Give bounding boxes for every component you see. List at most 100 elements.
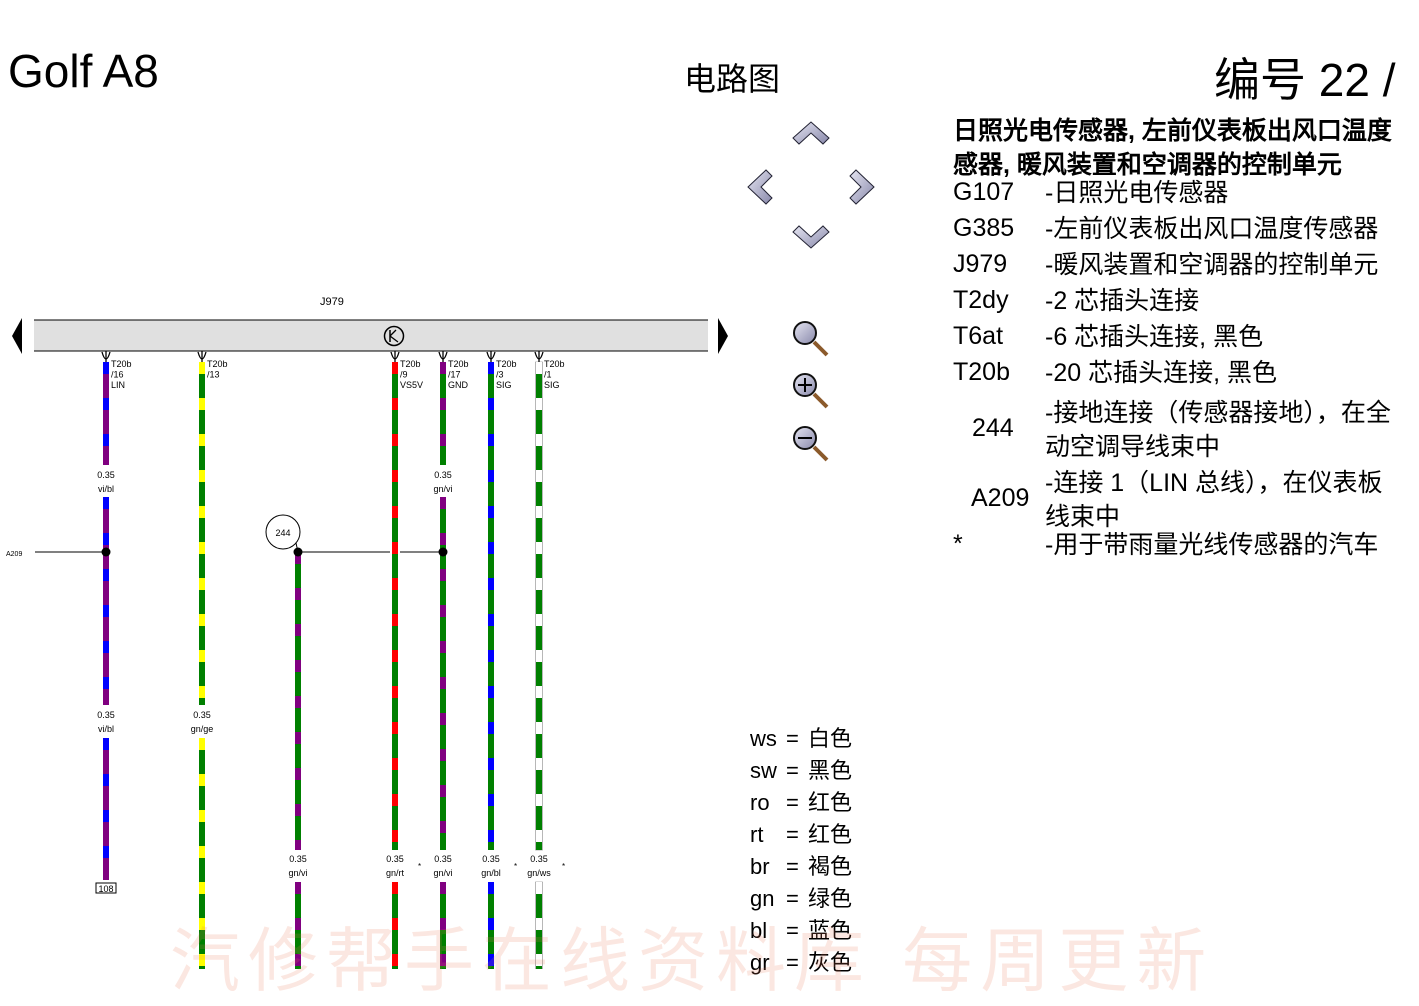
component-label: J979 — [320, 296, 344, 308]
component-code: * — [953, 530, 963, 558]
wire-stripe — [536, 626, 542, 638]
wire-stripe — [536, 542, 542, 554]
wire-size-label: 0.35 — [482, 854, 500, 864]
wire-stripe — [199, 590, 205, 602]
wire-size-label: 0.35 — [97, 710, 115, 720]
wire-stripe — [103, 521, 109, 533]
wire-stripe — [536, 674, 542, 686]
wire-stripe — [392, 806, 398, 818]
wire-stripe — [103, 497, 109, 509]
wire-stripe — [440, 458, 446, 465]
wire-stripe — [103, 701, 109, 705]
component-code: G385 — [953, 214, 1015, 242]
svg-text:244: 244 — [275, 528, 290, 538]
scroll-left-icon[interactable] — [12, 318, 22, 354]
component-code: T2dy — [953, 286, 1009, 314]
wire-stripe — [199, 542, 205, 554]
zoom-fit-icon[interactable] — [793, 321, 829, 357]
wire-stripe — [392, 410, 398, 422]
wire-stripe — [199, 738, 205, 750]
wire-stripe — [536, 566, 542, 578]
arrow-up-icon[interactable] — [792, 121, 830, 145]
wire-stripe — [199, 386, 205, 398]
wire-stripe — [295, 894, 301, 906]
zoom-in-icon[interactable] — [793, 373, 829, 409]
legend-row: ro=红色 — [750, 785, 852, 817]
wire-stripe — [295, 882, 301, 894]
zoom-out-icon[interactable] — [793, 426, 829, 462]
connector-label: A209 — [6, 551, 22, 558]
heading-line: 感器, 暖风装置和空调器的控制单元 — [953, 151, 1342, 179]
wire-stripe — [392, 842, 398, 850]
wire-stripe — [392, 530, 398, 542]
wire-stripe — [392, 494, 398, 506]
wire-stripe — [488, 554, 494, 566]
wire-stripe — [199, 662, 205, 674]
component-description: -左前仪表板出风口温度传感器 — [1045, 212, 1378, 246]
wire-stripe — [199, 458, 205, 470]
arrow-left-icon[interactable] — [747, 169, 773, 205]
wire-stripe — [199, 506, 205, 518]
wire-stripe — [536, 954, 542, 966]
wire-stripe — [295, 756, 301, 768]
wire-stripe — [295, 576, 301, 588]
wire-stripe — [392, 470, 398, 482]
description-line: -2 芯插头连接 — [1045, 287, 1200, 315]
wire-stripe — [295, 792, 301, 804]
wire-stripe — [488, 530, 494, 542]
legend-code: ro — [750, 790, 770, 815]
wire-stripe — [440, 809, 446, 821]
wire-stripe — [103, 605, 109, 617]
wire-stripe — [103, 629, 109, 641]
wire-stripe — [199, 954, 205, 966]
wire-stripe — [199, 518, 205, 530]
pin-label: T20b — [448, 359, 469, 369]
wire-stripe — [536, 458, 542, 470]
svg-text:108: 108 — [98, 884, 113, 894]
wire-stripe — [295, 708, 301, 720]
wire-stripe — [103, 653, 109, 665]
legend-color-name: 红色 — [808, 822, 853, 847]
component-code: G107 — [953, 178, 1015, 206]
wire-stripe — [199, 434, 205, 446]
wire-stripe — [536, 494, 542, 506]
wire-stripe — [488, 674, 494, 686]
wire-stripe — [536, 374, 542, 386]
wire-stripe — [440, 557, 446, 569]
wire-stripe — [199, 774, 205, 786]
wire-stripe — [488, 818, 494, 830]
description-line: -用于带雨量光线传感器的汽车 — [1045, 531, 1379, 559]
wire-stripe — [199, 834, 205, 846]
wire-stripe — [440, 581, 446, 593]
wire-stripe — [440, 677, 446, 689]
wire-stripe — [295, 804, 301, 816]
wire-stripe — [536, 446, 542, 458]
wire-stripe — [392, 458, 398, 470]
wire-stripe — [295, 780, 301, 792]
component-description: -暖风装置和空调器的控制单元 — [1045, 248, 1378, 282]
wire-stripe — [488, 446, 494, 458]
wire-color-label: gn/rt — [386, 868, 405, 878]
component-code: 244 — [972, 414, 1014, 442]
pin-label: T20b — [207, 359, 228, 369]
ref-box-108: 108 — [95, 882, 117, 894]
wire-stripe — [295, 840, 301, 850]
arrow-down-icon[interactable] — [792, 225, 830, 249]
wire-stripe — [103, 750, 109, 762]
wire-stripe — [199, 894, 205, 906]
wire-stripe — [103, 810, 109, 822]
scroll-right-icon[interactable] — [718, 318, 728, 354]
wire-stripe — [295, 744, 301, 756]
wire-stripe — [440, 533, 446, 545]
wire-stripe — [199, 930, 205, 942]
wire-stripe — [440, 689, 446, 701]
wire-stripe — [392, 374, 398, 386]
wire-stripe — [536, 906, 542, 918]
wire-stripe — [536, 734, 542, 746]
wire-stripe — [488, 602, 494, 614]
arrow-right-icon[interactable] — [849, 169, 875, 205]
wire-stripe — [536, 470, 542, 482]
wire-stripe — [440, 629, 446, 641]
